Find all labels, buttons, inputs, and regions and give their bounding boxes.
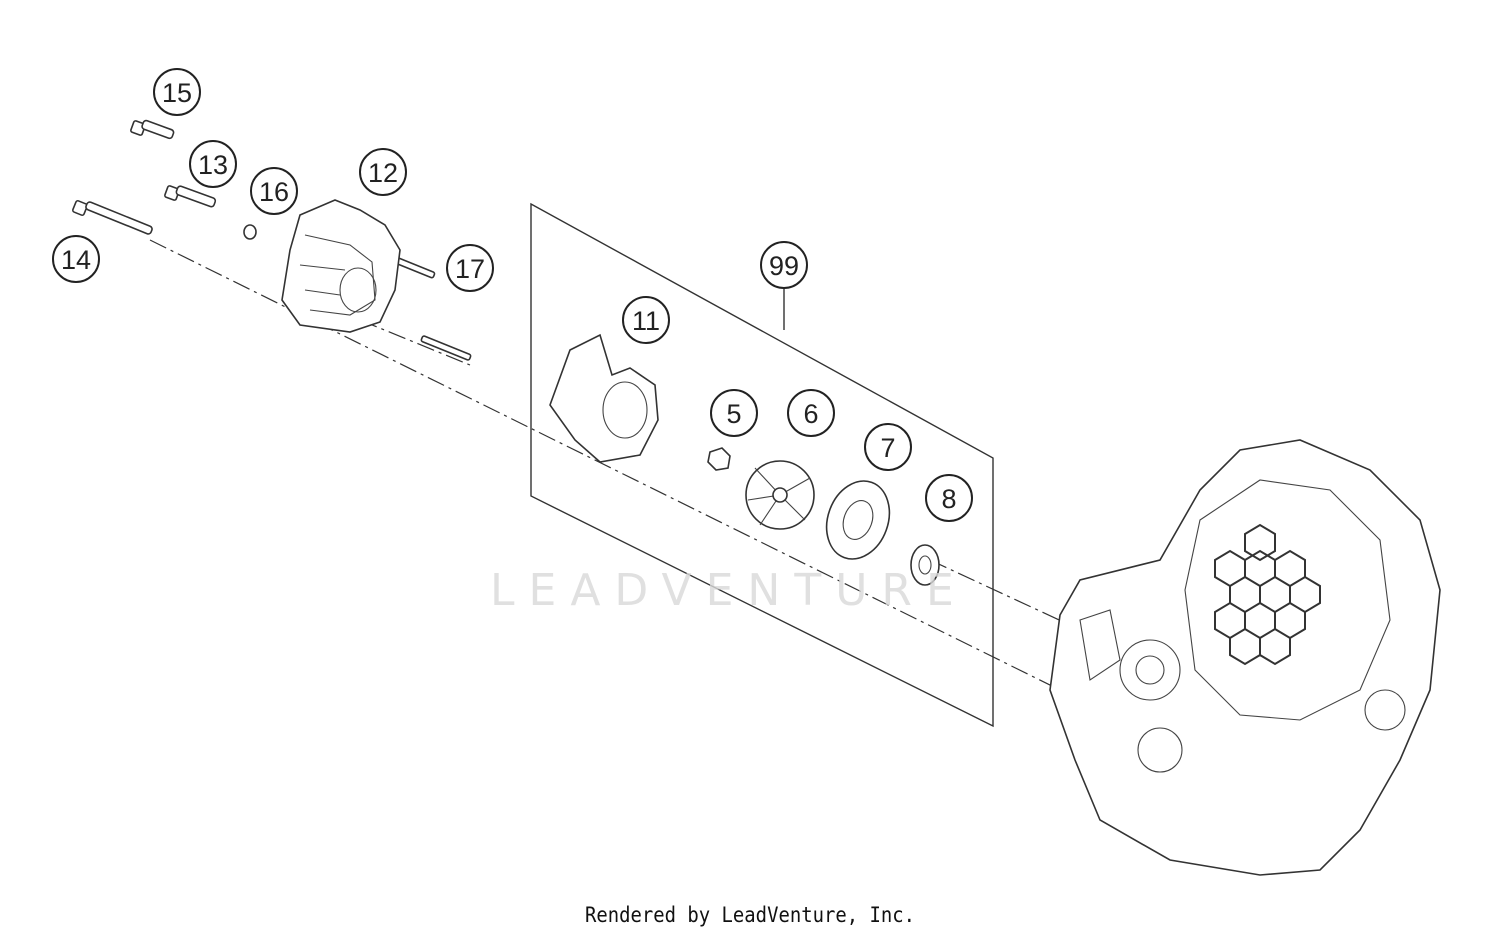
callout-11[interactable]: 11 — [622, 296, 670, 344]
callout-6[interactable]: 6 — [787, 389, 835, 437]
callout-99[interactable]: 99 — [760, 241, 808, 289]
callout-14[interactable]: 14 — [52, 235, 100, 283]
bolt-axis-line — [359, 319, 471, 366]
svg-text:5: 5 — [726, 399, 741, 429]
callout-13[interactable]: 13 — [189, 140, 237, 188]
washer-16[interactable] — [243, 224, 257, 240]
impeller-6[interactable] — [745, 460, 815, 530]
svg-text:14: 14 — [61, 245, 91, 275]
svg-text:16: 16 — [259, 177, 289, 207]
shaft-axis-line — [929, 559, 1071, 626]
callout-15[interactable]: 15 — [153, 68, 201, 116]
water-pump-cover-12[interactable] — [281, 199, 401, 333]
clutch-cover[interactable] — [1049, 439, 1441, 876]
svg-text:99: 99 — [769, 251, 799, 281]
seal-7[interactable] — [816, 472, 900, 568]
hex-pattern — [1214, 523, 1321, 666]
callout-7[interactable]: 7 — [864, 423, 912, 471]
svg-text:13: 13 — [198, 150, 228, 180]
bearing-8[interactable] — [910, 544, 940, 586]
svg-text:8: 8 — [941, 484, 956, 514]
footer-credit: Rendered by LeadVenture, Inc. — [585, 903, 915, 927]
gasket-11[interactable] — [549, 333, 659, 463]
callout-16[interactable]: 16 — [250, 167, 298, 215]
svg-text:6: 6 — [803, 399, 818, 429]
svg-text:7: 7 — [880, 433, 895, 463]
bolt-15[interactable] — [130, 119, 175, 140]
svg-text:15: 15 — [162, 78, 192, 108]
callout-5[interactable]: 5 — [710, 389, 758, 437]
callout-17[interactable]: 17 — [446, 244, 494, 292]
svg-text:11: 11 — [632, 306, 660, 336]
callout-12[interactable]: 12 — [359, 148, 407, 196]
watermark: LEADVENTURE — [490, 565, 968, 616]
bolt-13[interactable] — [164, 185, 217, 208]
nut-5[interactable] — [707, 447, 731, 471]
svg-text:12: 12 — [368, 158, 398, 188]
callout-8[interactable]: 8 — [925, 474, 973, 522]
bolt-14[interactable] — [71, 199, 153, 235]
svg-text:17: 17 — [455, 254, 485, 284]
kit-99-bracket — [530, 202, 994, 728]
